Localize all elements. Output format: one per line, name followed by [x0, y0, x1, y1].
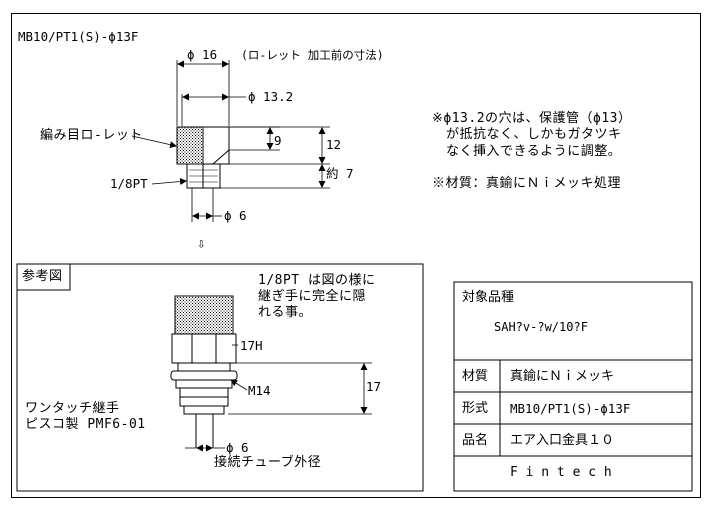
adapter-dimensions: [131, 60, 330, 222]
name-value: エア入口金具１０: [510, 433, 615, 448]
reference-note-line-2: 継ぎ手に完全に隠: [258, 289, 367, 304]
drawing-border: [11, 13, 701, 498]
note-material: ※材質：真鍮にＮｉメッキ処理: [432, 176, 622, 191]
dim-hole-depth: 9: [274, 133, 282, 148]
label-thread-size: 1/8PT: [110, 176, 148, 191]
dim-tube-diameter: ϕ 6: [226, 440, 249, 455]
label-fitting-type: ワンタッチ継手: [25, 401, 120, 416]
fitting-part: [170, 295, 238, 448]
name-label: 品名: [462, 433, 489, 448]
label-fitting-maker: ピスコ製 PMF6-01: [25, 417, 146, 432]
down-arrow-icon: ⇩: [197, 236, 206, 252]
drawing-title: MB10/PT1(S)-ϕ13F: [18, 29, 139, 44]
reference-note-line-1: 1/8PT は図の様に: [258, 273, 376, 288]
title-block-grid: [453, 281, 693, 492]
model-value: MB10/PT1(S)-ϕ13F: [510, 401, 631, 416]
dim-fitting-height: 17: [366, 379, 382, 394]
material-value: 真鍮にＮｉメッキ: [510, 369, 615, 384]
target-label: 対象品種: [462, 290, 515, 305]
adapter-part: [176, 126, 230, 189]
dim-outer-diameter: ϕ 16: [187, 47, 218, 62]
note-hole-line-2: が抵抗なく、しかもガタツキ: [446, 127, 622, 142]
label-knurl: 編み目ロ-レット: [40, 128, 143, 143]
model-label: 形式: [462, 401, 489, 416]
fitting-dimensions: [185, 344, 372, 452]
label-thread-m14: M14: [248, 383, 271, 398]
reference-title: 参考図: [22, 269, 63, 284]
dim-thread-length: 約 7: [326, 166, 354, 181]
label-hex-size: 17H: [240, 338, 263, 353]
label-tube: 接続チューブ外径: [214, 455, 322, 470]
company-name: F i n t e c h: [510, 465, 612, 480]
target-value: SAH?v-?w/10?F: [494, 320, 588, 334]
dim-outer-note: (ロ-レット 加工前の寸法): [241, 48, 384, 62]
material-label: 材質: [462, 369, 489, 384]
dim-hole-diameter: ϕ 13.2: [248, 89, 294, 104]
note-hole-line-3: なく挿入できるように調整。: [446, 144, 622, 159]
reference-note-line-3: れる事。: [258, 305, 313, 320]
dim-body-height: 12: [326, 137, 342, 152]
dim-thread-hole: ϕ 6: [224, 208, 247, 223]
note-hole-line-1: ※ϕ13.2の穴は、保護管（ϕ13）: [432, 111, 632, 126]
